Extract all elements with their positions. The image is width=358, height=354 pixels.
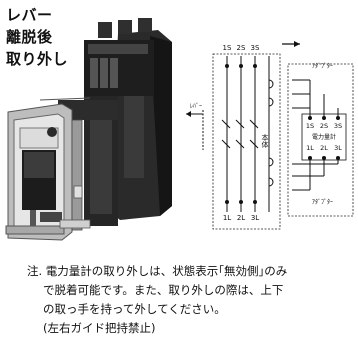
adapter-wiring-diagram: ｱﾀﾞﾌﾟﾀｰ ｱﾀﾞﾌﾟﾀｰ 1S 2S 3S 電力量計 1L 2L 3L [287, 63, 354, 217]
terminal-label: 2L [237, 214, 245, 222]
terminal-label: 2S [237, 44, 246, 52]
lever-label-line: 離脱後 [6, 28, 53, 46]
terminal-label: 3S [334, 122, 342, 130]
lever-label-line: 取り外し [6, 50, 69, 68]
removal-note: 注. 電力量計の取り外しは、状態表示｢無効側｣のみ で脱着可能です。また、取り外… [27, 262, 354, 338]
terminal-label: 3L [334, 144, 342, 152]
terminal-label: 1S [306, 122, 314, 130]
lever-side-label: ﾚﾊﾞｰ [190, 103, 202, 110]
adapter-label-bottom: ｱﾀﾞﾌﾟﾀｰ [312, 199, 333, 206]
note-line: 注. 電力量計の取り外しは、状態表示｢無効側｣のみ [27, 264, 288, 278]
adapter-label-top: ｱﾀﾞﾌﾟﾀｰ [312, 63, 333, 70]
lever-label-line: レバー [6, 6, 53, 24]
meter-label: 電力量計 [312, 133, 336, 141]
terminal-label: 1L [223, 214, 231, 222]
note-line: (左右ガイド把持禁止) [43, 321, 156, 335]
note-line: の取っ手を持って外してください。 [43, 302, 226, 316]
terminal-label: 1S [223, 44, 232, 52]
body-label: 本体 [261, 133, 269, 149]
adapter-enclosure [287, 63, 354, 217]
main-enclosure [212, 53, 281, 230]
note-line: で脱着可能です。また、取り外しの際は、上下 [43, 283, 284, 297]
terminal-label: 3L [251, 214, 259, 222]
terminal-label: 1L [306, 144, 314, 152]
meter-adapter-illustration [5, 18, 172, 241]
terminal-label: 2L [320, 144, 328, 152]
terminal-label: 3S [251, 44, 260, 52]
terminal-label: 2S [320, 122, 328, 130]
main-wiring-diagram: 1S 2S 3S 本体 ﾚﾊﾞｰ 1L 2 [186, 41, 300, 230]
lever-removal-label: レバー 離脱後 取り外し [6, 4, 68, 70]
